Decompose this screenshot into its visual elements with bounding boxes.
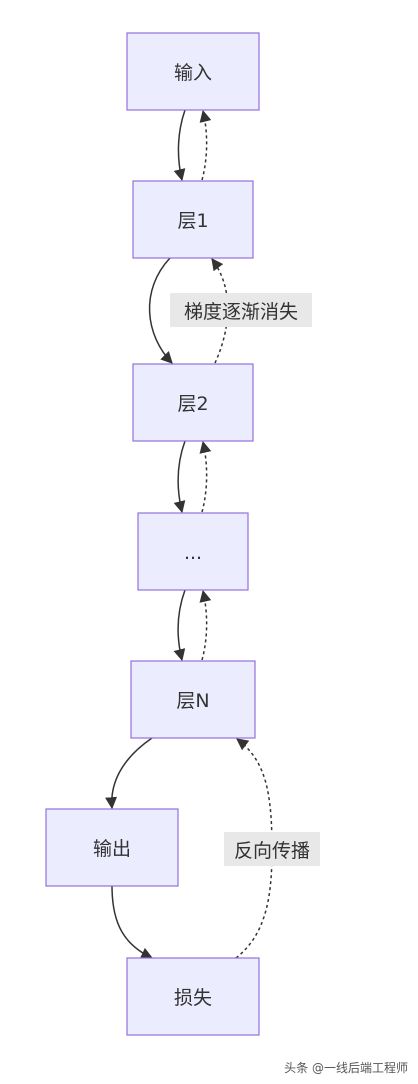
node-layer1-label: 层1: [177, 210, 208, 232]
node-layerN-label: 层N: [176, 690, 209, 712]
watermark: 头条 @一线后端工程师: [284, 1061, 408, 1075]
edge-label-backprop: 反向传播: [224, 832, 320, 866]
node-layer2: 层2: [132, 363, 254, 442]
edge-label-vanishing: 梯度逐渐消失: [170, 293, 312, 327]
edge-layer1-to-input-back: [199, 109, 212, 181]
node-input: 输入: [126, 32, 260, 111]
node-layerN: 层N: [130, 660, 256, 739]
edge-layerN-to-output: [105, 737, 153, 810]
edge-layer1-to-layer2: [148, 257, 173, 364]
edge-layerN-to-ellipsis-back: [199, 589, 212, 661]
node-input-label: 输入: [174, 62, 212, 84]
edge-label-vanishing-text: 梯度逐渐消失: [184, 301, 298, 323]
node-layer1: 层1: [132, 180, 254, 259]
node-ellipsis-label: ...: [184, 542, 202, 564]
node-loss: 损失: [126, 957, 260, 1036]
edge-ellipsis-to-layer2-back: [199, 440, 212, 513]
edge-ellipsis-to-layerN: [173, 589, 186, 662]
node-output-label: 输出: [93, 838, 131, 860]
node-layer2-label: 层2: [177, 393, 208, 415]
node-loss-label: 损失: [174, 987, 212, 1009]
edge-layer2-to-ellipsis: [173, 440, 186, 514]
node-output: 输出: [45, 808, 179, 887]
node-ellipsis: ...: [137, 512, 249, 591]
edge-input-to-layer1: [173, 109, 186, 182]
edge-label-backprop-text: 反向传播: [234, 840, 310, 862]
edge-output-to-loss: [111, 885, 154, 959]
edge-loss-to-layerN-back: [235, 738, 273, 959]
